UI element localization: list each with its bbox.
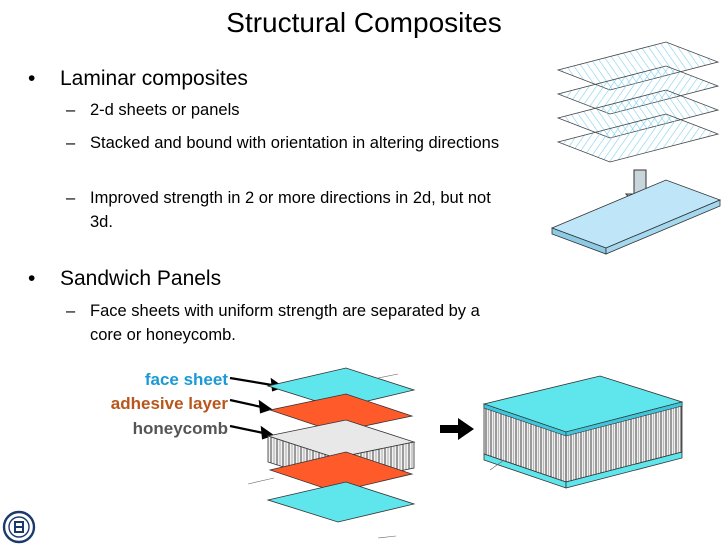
dash-icon: – [66, 101, 76, 119]
adhesive-layer-label: adhesive layer [110, 394, 228, 413]
sandwich-exploded-diagram [229, 367, 416, 539]
honeycomb-label: honeycomb [132, 419, 228, 438]
laminated-panel [550, 179, 722, 255]
slide-title: Structural Composites [226, 7, 502, 38]
laminar-stack-diagram [550, 41, 722, 255]
bullet-icon: • [28, 267, 36, 290]
sandwich-panel-assembled [482, 375, 684, 489]
bullet-label: Sandwich Panels [60, 267, 222, 290]
dash-icon: – [66, 302, 76, 320]
laminar-sheets [556, 41, 720, 163]
dash-icon: – [66, 134, 76, 152]
dash-icon: – [66, 189, 76, 207]
bullet-label: Laminar composites [60, 67, 248, 90]
sub-bullet-text: 2-d sheets or panels [90, 101, 240, 119]
university-seal-icon [2, 510, 36, 544]
right-arrow-icon [440, 418, 474, 440]
face-sheet-label: face sheet [144, 370, 228, 389]
sub-bullet-text: Stacked and bound with orientation in al… [90, 134, 500, 152]
sub-bullet-text: Face sheets with uniform strength are se… [90, 302, 480, 344]
sub-bullet-text: Improved strength in 2 or more direction… [90, 189, 491, 231]
bullet-icon: • [28, 67, 36, 90]
